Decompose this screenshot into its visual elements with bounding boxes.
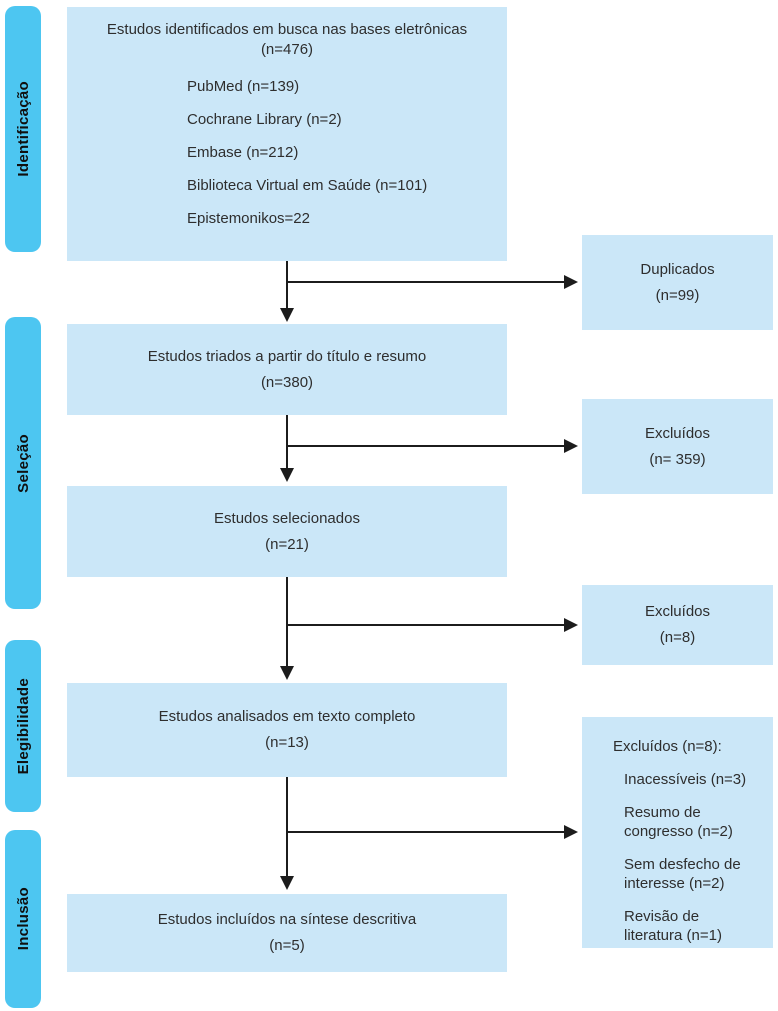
stage-label: Identificação — [14, 81, 32, 177]
arrow-to-excluded-selection — [287, 618, 578, 632]
box-title: Excluídos — [644, 603, 711, 620]
box-title: Excluídos — [644, 424, 711, 442]
box-title: Duplicados — [640, 260, 715, 278]
box-excluded-selection: Excluídos (n=8) — [582, 585, 773, 665]
exclusion-reason: Resumo de congresso (n=2) — [624, 804, 733, 840]
stage-bar-inclusao: Inclusão — [5, 830, 41, 1008]
box-count: (n=380) — [260, 373, 314, 391]
source-item: Biblioteca Virtual em Saúde (n=101) — [187, 177, 428, 194]
box-excluded-fulltext: Excluídos (n=8): Inacessíveis (n=3) Resu… — [582, 717, 773, 948]
arrow-screened-to-selected — [280, 415, 294, 482]
box-title: Estudos incluídos na síntese descritiva — [157, 911, 417, 928]
stage-label: Seleção — [14, 433, 32, 493]
stage-label: Inclusão — [14, 887, 32, 951]
source-list: PubMed (n=139) Cochrane Library (n=2) Em… — [67, 77, 507, 229]
box-title: Estudos analisados em texto completo — [158, 708, 416, 725]
box-count: (n=5) — [269, 937, 305, 954]
box-title: Estudos selecionados — [214, 509, 360, 527]
stage-bar-selecao: Seleção — [5, 317, 41, 609]
box-count: (n=13) — [265, 734, 309, 751]
box-included-studies: Estudos incluídos na síntese descritiva … — [67, 894, 507, 972]
arrow-to-duplicates — [287, 275, 578, 289]
box-title: Excluídos (n=8): — [613, 738, 722, 755]
exclusion-reason: Revisão de literatura (n=1) — [624, 908, 722, 944]
box-identified-studies: Estudos identificados em busca nas bases… — [67, 7, 507, 261]
box-count: (n=99) — [655, 286, 700, 304]
box-count: (n= 359) — [649, 450, 706, 468]
arrow-fulltext-to-included — [280, 777, 294, 890]
box-title: Estudos identificados em busca nas bases… — [106, 21, 468, 38]
box-excluded-screening: Excluídos (n= 359) — [582, 399, 773, 494]
arrow-to-excluded-fulltext — [287, 825, 578, 839]
exclusion-reason: Inacessíveis (n=3) — [624, 771, 747, 788]
box-duplicates: Duplicados (n=99) — [582, 235, 773, 330]
box-count: (n=8) — [659, 629, 696, 646]
source-item: PubMed (n=139) — [187, 78, 300, 95]
source-item: Embase (n=212) — [187, 144, 299, 161]
stage-label: Elegibilidade — [14, 677, 32, 775]
arrow-to-excluded-screening — [287, 439, 578, 453]
box-count: (n=476) — [260, 41, 314, 58]
stage-bar-identificacao: Identificação — [5, 6, 41, 252]
box-screened-studies: Estudos triados a partir do título e res… — [67, 324, 507, 415]
box-fulltext-studies: Estudos analisados em texto completo (n=… — [67, 683, 507, 777]
box-count: (n=21) — [265, 535, 309, 553]
box-selected-studies: Estudos selecionados (n=21) — [67, 486, 507, 577]
exclusion-reason: Sem desfecho de interesse (n=2) — [624, 856, 741, 892]
source-item: Epistemonikos=22 — [187, 210, 310, 227]
source-item: Cochrane Library (n=2) — [187, 111, 342, 128]
stage-bar-elegibilidade: Elegibilidade — [5, 640, 41, 812]
box-title: Estudos triados a partir do título e res… — [147, 347, 427, 365]
arrow-selected-to-fulltext — [280, 577, 294, 680]
